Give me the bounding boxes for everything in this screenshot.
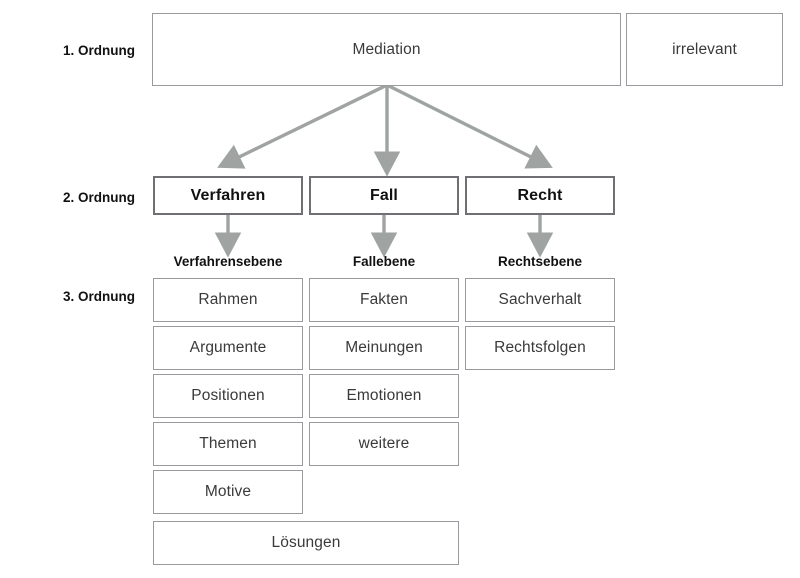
heading-rechtsebene: Rechtsebene — [497, 254, 583, 269]
heading-fallebene: Fallebene — [352, 254, 416, 269]
arrow-mediation-to-recht — [386, 83, 553, 169]
node-fall[interactable]: Fall — [309, 176, 459, 215]
node-weitere[interactable]: weitere — [309, 422, 459, 466]
tier-label-1: 1. Ordnung — [63, 43, 135, 58]
node-themen[interactable]: Themen — [153, 422, 303, 466]
node-positionen[interactable]: Positionen — [153, 374, 303, 418]
tier-label-2: 2. Ordnung — [63, 190, 135, 205]
node-loesungen[interactable]: Lösungen — [153, 521, 459, 565]
node-irrelevant[interactable]: irrelevant — [626, 13, 783, 86]
tier-label-3: 3. Ordnung — [63, 289, 135, 304]
node-verfahren[interactable]: Verfahren — [153, 176, 303, 215]
node-recht[interactable]: Recht — [465, 176, 615, 215]
node-motive[interactable]: Motive — [153, 470, 303, 514]
arrow-mediation-to-verfahren — [217, 83, 388, 169]
node-sachverhalt[interactable]: Sachverhalt — [465, 278, 615, 322]
node-mediation[interactable]: Mediation — [152, 13, 621, 86]
node-argumente[interactable]: Argumente — [153, 326, 303, 370]
node-emotionen[interactable]: Emotionen — [309, 374, 459, 418]
heading-verfahrensebene: Verfahrensebene — [173, 254, 283, 269]
node-rechtsfolgen[interactable]: Rechtsfolgen — [465, 326, 615, 370]
node-fakten[interactable]: Fakten — [309, 278, 459, 322]
node-meinungen[interactable]: Meinungen — [309, 326, 459, 370]
node-rahmen[interactable]: Rahmen — [153, 278, 303, 322]
